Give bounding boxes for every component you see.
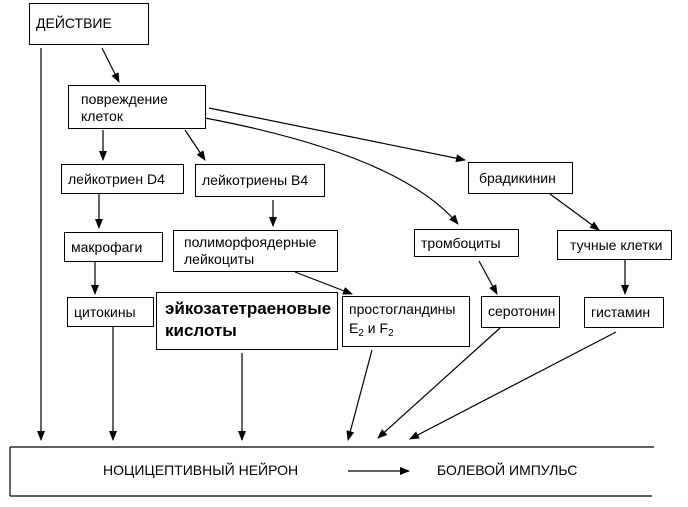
leukotrienes-b4-sub: B4	[291, 172, 309, 188]
box-mast-cells: тучные клетки	[557, 230, 672, 260]
nociceptive-neuron-label: НОЦИЦЕПТИВНЫЙ НЕЙРОН	[103, 462, 299, 478]
prostaglandins-line1: простогландины	[349, 301, 456, 317]
arrow-serotonin-to-neuron	[377, 327, 501, 439]
arrow-damage-to-bradykinin	[208, 107, 466, 163]
mast-cells-label: тучные клетки	[570, 237, 663, 253]
leukotriene-d4-sub: D4	[146, 171, 165, 187]
box-serotonin: серотонин	[481, 296, 560, 328]
polymorphonuclear-label: полиморфоядерные лейкоциты	[184, 234, 317, 267]
action-label: ДЕЙСТВИЕ	[36, 15, 112, 31]
prostaglandins-line2: E2 и F2	[349, 320, 394, 339]
box-leukotriene-d4: лейкотриен D4	[61, 164, 184, 194]
pain-impulse-label: БОЛЕВОЙ ИМПУЛЬС	[437, 462, 578, 478]
eicosatetraenoic-label: эйкозатетраеновые кислоты	[165, 299, 332, 340]
arrow-action-to-damage	[101, 47, 120, 83]
box-histamine: гистамин	[584, 297, 664, 328]
box-polymorphonuclear: полиморфоядерные лейкоциты	[173, 230, 338, 272]
leukotriene-d4-label: лейкотриен	[68, 171, 144, 187]
arrow-histamine-to-neuron	[409, 331, 617, 440]
box-bradykinin: брадикинин	[468, 162, 573, 194]
leukotrienes-b4-label: лейкотриены	[202, 172, 288, 188]
box-prostaglandins: простогландины E2 и F2	[342, 296, 470, 347]
platelets-label: тромбоциты	[421, 235, 501, 251]
serotonin-label: серотонин	[488, 303, 556, 319]
box-cytokines: цитокины	[67, 297, 154, 327]
box-leukotrienes-b4: лейкотриены B4	[195, 164, 325, 197]
arrow-pmn-to-prostaglandins	[294, 271, 353, 295]
bradykinin-label: брадикинин	[479, 170, 556, 186]
arrow-damage-to-platelets	[204, 117, 459, 225]
cytokines-label: цитокины	[74, 304, 136, 320]
arrow-prostaglandins-to-neuron	[346, 349, 373, 441]
arrow-platelets-to-serotonin	[478, 260, 498, 295]
arrow-bradykinin-to-mast	[549, 193, 600, 231]
cell-damage-label: повреждение клеток	[81, 91, 168, 124]
macrophages-label: макрофаги	[71, 239, 143, 255]
box-macrophages: макрофаги	[64, 232, 163, 262]
box-eicosatetraenoic: эйкозатетраеновые кислоты	[156, 292, 338, 350]
box-cell-damage: повреждение клеток	[68, 85, 206, 129]
arrow-damage-to-ltb4	[184, 129, 206, 161]
box-action: ДЕЙСТВИЕ	[29, 3, 149, 45]
histamine-label: гистамин	[591, 304, 651, 320]
box-platelets: тромбоциты	[414, 229, 519, 257]
